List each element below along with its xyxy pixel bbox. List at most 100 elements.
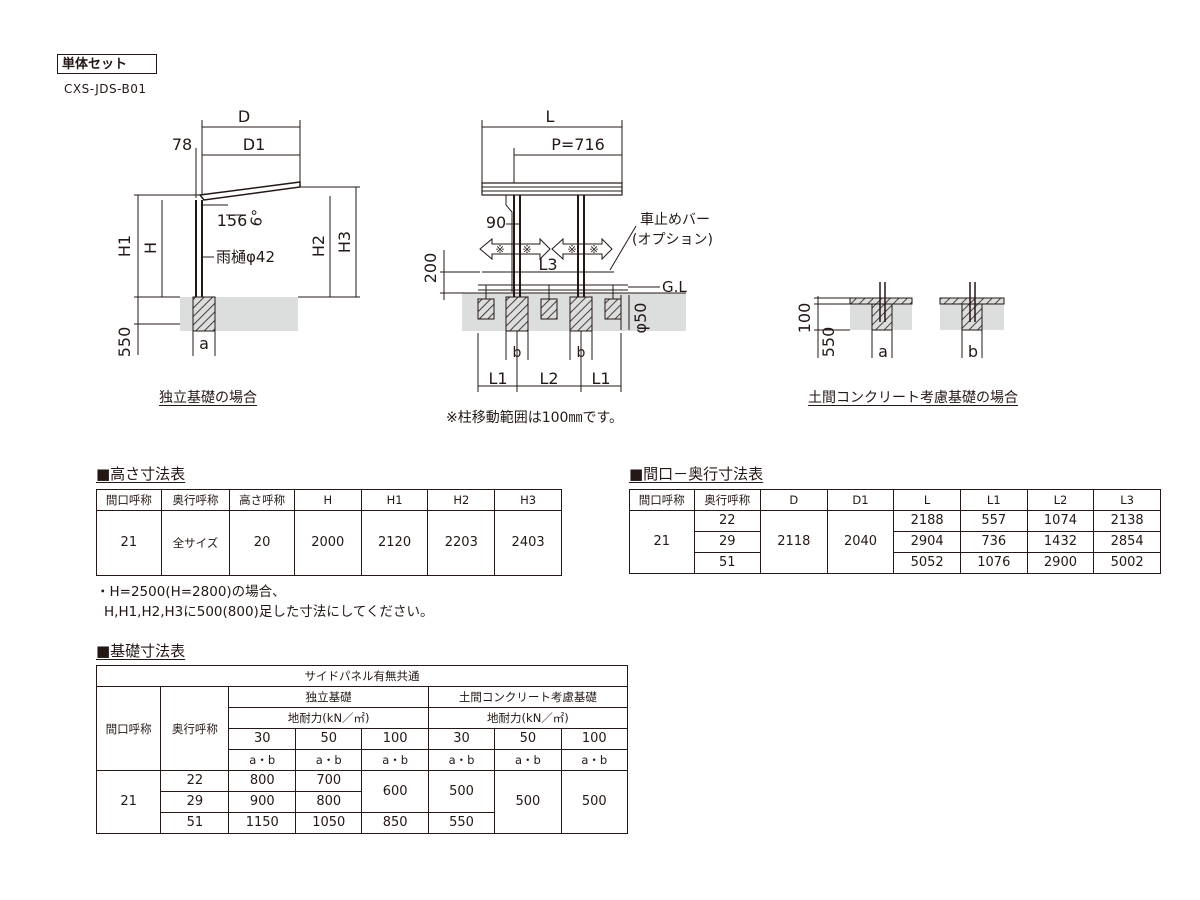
hdr-depth: 奥行呼称 — [160, 686, 230, 771]
hdr-ab: a・b — [294, 749, 363, 771]
label-550-concrete: 550 — [819, 327, 838, 358]
cell: 2188 — [893, 510, 961, 532]
height-note-1: ・H=2500(H=2800)の場合、 — [96, 584, 286, 600]
cell: 1050 — [294, 812, 363, 834]
hdr-load: 100 — [560, 728, 629, 750]
cell-frontage: 21 — [95, 770, 162, 834]
cell-D: 2118 — [760, 510, 828, 574]
hdr-depth: 奥行呼称 — [160, 489, 231, 511]
label-phi50: φ50 — [631, 303, 650, 334]
hdr-load: 50 — [294, 728, 363, 750]
hdr-ab: a・b — [494, 749, 562, 771]
hdr-group-concrete: 土間コンクリート考慮基礎 — [427, 686, 629, 708]
cell: 2403 — [494, 510, 562, 576]
label-mark-2: ※ — [522, 243, 531, 256]
hdr-L3: L3 — [1093, 489, 1161, 511]
cell-merged: 500 — [560, 770, 629, 834]
size-table: 間口呼称 奥行呼称 D D1 L L1 L2 L3 21 22 2118 204… — [629, 489, 1161, 574]
label-L3: L3 — [538, 255, 557, 274]
cell: 51 — [160, 812, 230, 834]
label-L: L — [546, 107, 555, 126]
label-H: H — [141, 242, 160, 254]
hdr-load: 30 — [427, 728, 496, 750]
label-L2: L2 — [539, 369, 558, 388]
cell-merged: 500 — [494, 770, 562, 834]
cell: 2000 — [293, 510, 362, 576]
cell: 800 — [294, 791, 363, 813]
hdr-H1: H1 — [360, 489, 429, 511]
table-row: 21 22 800 700 600 500 500 500 — [95, 770, 629, 834]
hdr-D: D — [760, 489, 828, 511]
cell: 22 — [160, 770, 230, 792]
foundation-table: サイドパネル有無共通 間口呼称 奥行呼称 独立基礎 土間コンクリート考慮基礎 地… — [95, 665, 629, 834]
cell: 557 — [959, 510, 1028, 532]
hdr-bearing-1: 地耐力(kN／㎡) — [228, 707, 429, 729]
technical-drawing: D D1 78 156 6° 雨樋φ42 H1 H H2 H3 550 a — [115, 107, 1005, 392]
concrete-view-caption: 土間コンクリート考慮基礎の場合 — [808, 390, 1018, 406]
cell: 5002 — [1093, 552, 1161, 574]
hdr-frontage: 間口呼称 — [95, 686, 162, 771]
hdr-ab: a・b — [228, 749, 296, 771]
cell: 900 — [228, 791, 296, 813]
cell: 700 — [294, 770, 363, 792]
cell: 2904 — [893, 531, 961, 553]
label-156: 156 — [217, 211, 248, 230]
hdr-load: 30 — [228, 728, 296, 750]
cell-merged: 500 — [427, 770, 496, 813]
cell: 2120 — [360, 510, 429, 576]
label-100: 100 — [795, 303, 814, 334]
hdr-L2: L2 — [1026, 489, 1095, 511]
table-row: 51 1150 1050 850 550 — [97, 812, 628, 834]
label-H2: H2 — [309, 235, 328, 257]
cell: 850 — [361, 812, 429, 834]
cell: 1432 — [1026, 531, 1095, 553]
label-550: 550 — [115, 327, 134, 358]
cell-D1: 2040 — [826, 510, 895, 574]
table-row: 29 2904 736 1432 2854 — [630, 531, 1161, 553]
label-b-concrete: b — [968, 342, 978, 361]
cell: 1150 — [228, 812, 296, 834]
hdr-frontage: 間口呼称 — [96, 489, 162, 511]
label-200: 200 — [421, 253, 440, 284]
label-GL: G.L — [662, 278, 687, 296]
label-P: P=716 — [551, 135, 605, 154]
hdr-ab: a・b — [427, 749, 496, 771]
cell-frontage: 21 — [629, 510, 695, 574]
foundation-table-title: ■基礎寸法表 — [96, 642, 186, 660]
cell: 2138 — [1093, 510, 1161, 532]
hdr-load: 100 — [361, 728, 429, 750]
label-gutter: 雨樋φ42 — [216, 248, 275, 266]
cell: 550 — [427, 812, 496, 834]
column-note: ※柱移動範囲は100㎜です。 — [446, 410, 624, 426]
label-90: 90 — [486, 213, 506, 232]
hdr-frontage: 間口呼称 — [629, 489, 695, 511]
hdr-H: H — [293, 489, 362, 511]
cell-merged: 600 — [361, 770, 429, 813]
label-a-concrete: a — [878, 342, 888, 361]
label-mark-4: ※ — [589, 243, 598, 256]
side-view-caption: 独立基礎の場合 — [159, 390, 257, 406]
label-L1-left: L1 — [488, 369, 507, 388]
hdr-L1: L1 — [959, 489, 1028, 511]
hdr-H2: H2 — [427, 489, 496, 511]
cell: 29 — [693, 531, 762, 553]
label-H1: H1 — [115, 235, 134, 257]
cell: 2203 — [427, 510, 496, 576]
cell: 21 — [96, 510, 162, 576]
label-stopper: 車止めバー — [640, 211, 710, 228]
label-L1-right: L1 — [591, 369, 610, 388]
hdr-ab: a・b — [560, 749, 629, 771]
cell: 1074 — [1026, 510, 1095, 532]
hdr-group-independent: 独立基礎 — [228, 686, 429, 708]
cell: 20 — [229, 510, 295, 576]
label-a: a — [199, 334, 209, 353]
common-header: サイドパネル有無共通 — [96, 665, 628, 687]
model-number: CXS-JDS-B01 — [64, 82, 147, 96]
cell: 5052 — [893, 552, 961, 574]
table-row: 21 全サイズ 20 2000 2120 2203 2403 — [96, 510, 562, 576]
hdr-D1: D1 — [826, 489, 895, 511]
concrete-foundation-view — [814, 282, 1005, 358]
label-b-1: b — [513, 345, 522, 361]
label-D1: D1 — [243, 135, 266, 154]
table-row: 21 22 2118 2040 2188 557 1074 2138 — [629, 510, 1161, 574]
